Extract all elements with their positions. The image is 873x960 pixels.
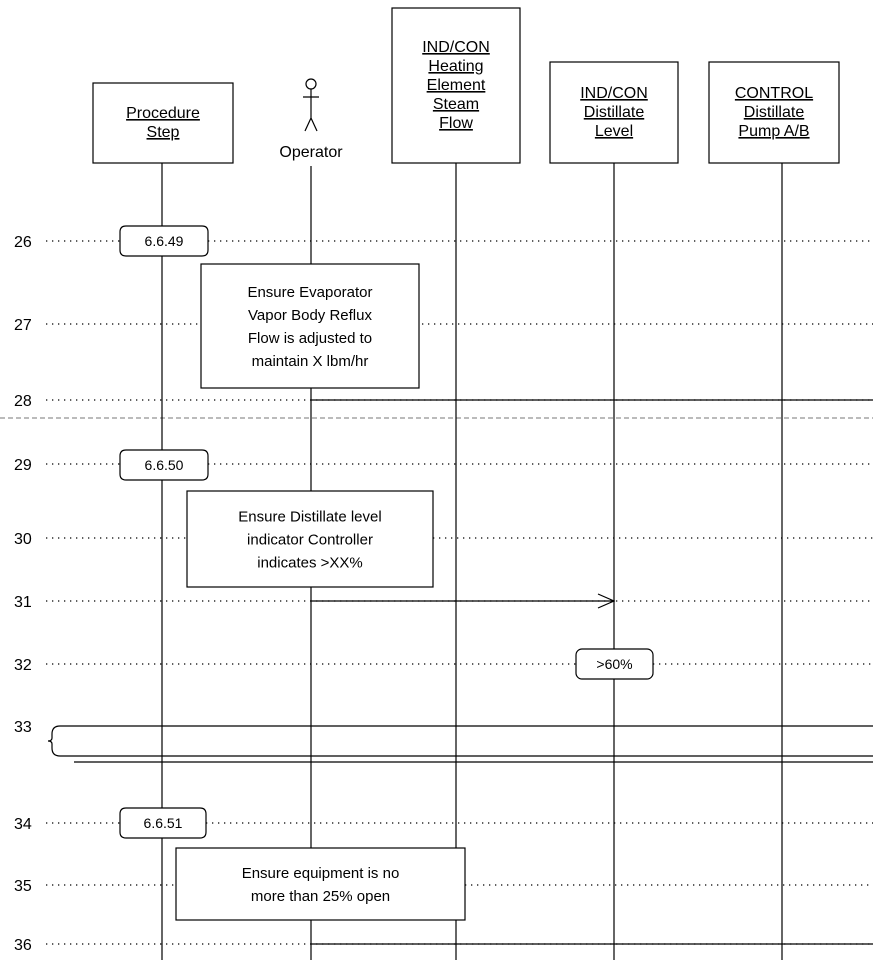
header-line: Distillate <box>744 104 805 121</box>
row-number: 34 <box>14 816 32 833</box>
note-line: Ensure Evaporator <box>247 284 372 301</box>
header-line: CONTROL <box>735 85 813 102</box>
step-label: 6.6.50 <box>145 457 184 473</box>
step-tag: 6.6.50 <box>119 449 209 481</box>
header-box <box>92 82 234 164</box>
header-line: Step <box>147 124 180 141</box>
header-line: Steam <box>433 96 479 113</box>
row-number: 28 <box>14 393 32 410</box>
row-number: 33 <box>14 719 32 736</box>
combined-fragment-band <box>47 725 873 763</box>
state-tag: >60% <box>575 648 654 680</box>
header-line: Heating <box>428 58 483 75</box>
state-label: >60% <box>596 656 632 672</box>
header-line: Element <box>427 77 486 94</box>
row-number: 27 <box>14 317 32 334</box>
header-line: Distillate <box>584 104 645 121</box>
row-number: 36 <box>14 937 32 954</box>
note-line: maintain X lbm/hr <box>252 353 369 370</box>
header-line: Level <box>595 123 633 140</box>
header-line: IND/CON <box>422 39 490 56</box>
brace-icon <box>47 725 61 757</box>
row-number: 26 <box>14 234 32 251</box>
header-line: IND/CON <box>580 85 648 102</box>
note-line: indicator Controller <box>247 532 373 549</box>
actor-icon <box>305 78 317 90</box>
header-box <box>391 7 521 164</box>
note-box: Ensure equipment is no more than 25% open <box>175 847 466 921</box>
message-31 <box>311 593 616 609</box>
note-line: more than 25% open <box>251 888 390 905</box>
row-number: 35 <box>14 878 32 895</box>
row-number: 29 <box>14 457 32 474</box>
header-box <box>549 61 679 164</box>
note-line: indicates >XX% <box>257 555 362 572</box>
header-line: Procedure <box>126 105 200 122</box>
row-number: 30 <box>14 531 32 548</box>
note-line: Ensure Distillate level <box>238 509 381 526</box>
operator-header: Operator <box>279 78 343 161</box>
step-label: 6.6.51 <box>144 815 183 831</box>
operator-label: Operator <box>279 144 343 161</box>
step-label: 6.6.49 <box>145 233 184 249</box>
note-box: Ensure Distillate level indicator Control… <box>186 490 434 588</box>
header-line: Flow <box>439 115 473 132</box>
row-number: 32 <box>14 657 32 674</box>
header-box <box>708 61 840 164</box>
note-line: Ensure equipment is no <box>242 865 400 882</box>
step-tag: 6.6.51 <box>119 807 207 839</box>
header-line: Pump A/B <box>738 123 809 140</box>
arrowhead-icon <box>597 593 616 609</box>
step-tag: 6.6.49 <box>119 225 209 257</box>
note-line: Flow is adjusted to <box>248 330 372 347</box>
note-line: Vapor Body Reflux <box>248 307 372 324</box>
row-number: 31 <box>14 594 32 611</box>
